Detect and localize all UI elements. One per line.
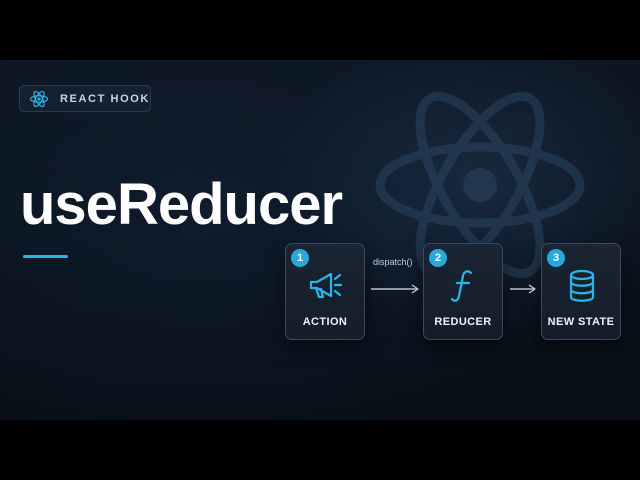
step-number-badge: 2 [429,249,447,267]
step-number-badge: 1 [291,249,309,267]
step-label: REDUCER [434,316,492,328]
badge-label: REACT HOOK [60,92,150,105]
slide: REACT HOOK useReducer 1 ACTION dispatch(… [0,60,640,420]
category-badge: REACT HOOK [19,85,151,112]
arrow-right-icon [510,284,536,294]
page-title: useReducer [20,172,343,237]
step-label: NEW STATE [547,316,615,328]
function-icon [450,270,473,302]
title-underline [23,255,68,258]
dispatch-label: dispatch() [373,257,413,267]
megaphone-icon [309,272,343,299]
step-label: ACTION [302,316,348,328]
step-card-reducer: 2 REDUCER [423,243,503,340]
step-number-badge: 3 [547,249,565,267]
database-icon [569,269,595,302]
arrow-right-icon [371,284,419,294]
step-card-action: 1 ACTION [285,243,365,340]
react-atom-icon [29,89,49,109]
step-card-new-state: 3 NEW STATE [541,243,621,340]
